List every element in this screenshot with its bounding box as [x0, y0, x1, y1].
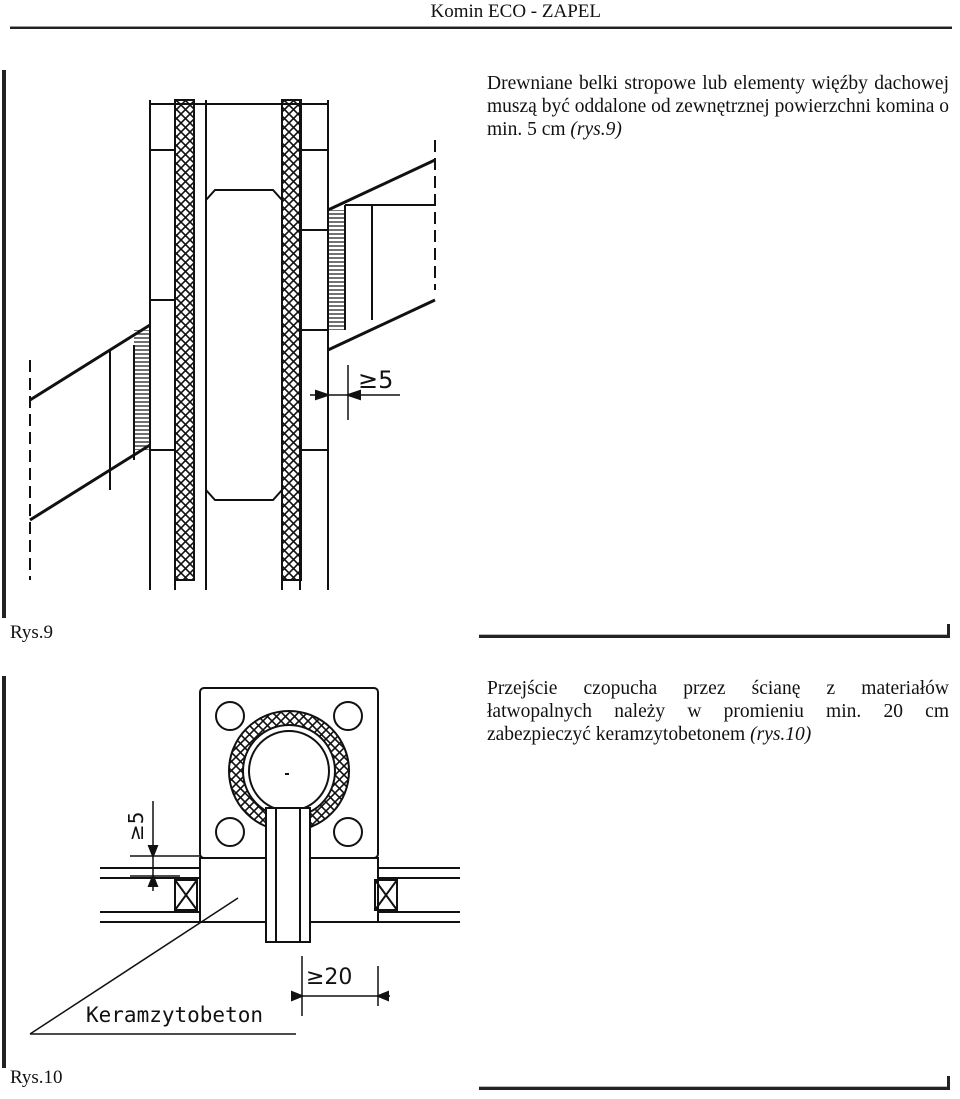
figure-9-dimension-label: ≥5 [358, 366, 393, 394]
section-2-text: Przejście czopucha przez ścianę z materi… [487, 678, 949, 745]
document-title: Komin ECO - ZAPEL [430, 1, 601, 22]
figure-10-caption: Rys.10 [10, 1067, 63, 1088]
figure-10-material-label: Keramzytobeton [86, 1003, 263, 1027]
header-divider [10, 26, 952, 29]
figure-10: ≥5 ≥20 Keramzytobeton [20, 676, 470, 1066]
figure-10-left-border [2, 676, 6, 1068]
section-1-figure-ref: (rys.9) [570, 119, 622, 140]
figure-9-left-border [2, 70, 6, 618]
figure-10-side-dimension-label: ≥5 [124, 812, 148, 841]
section-2-paragraph: Przejście czopucha przez ścianę z materi… [487, 677, 949, 746]
figure-10-bottom-dimension-label: ≥20 [306, 965, 352, 990]
section-1-text: Drewniane belki stropowe lub elementy wi… [487, 73, 949, 140]
figure-9-caption: Rys.9 [10, 622, 54, 643]
figure-9: ≥5 [10, 60, 460, 620]
section-2-figure-ref: (rys.10) [750, 724, 812, 745]
section-1-separator [479, 624, 950, 638]
section-2-separator [479, 1076, 950, 1090]
section-1-paragraph: Drewniane belki stropowe lub elementy wi… [487, 72, 949, 141]
